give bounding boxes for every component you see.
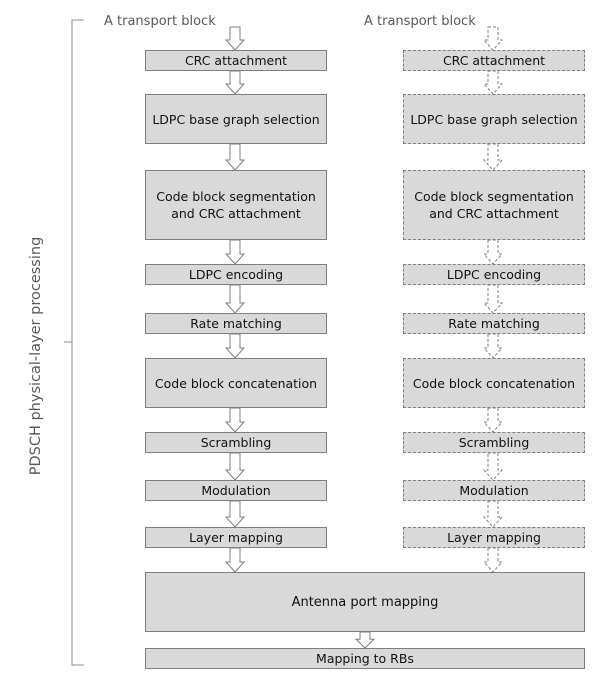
right-flow-arrow xyxy=(482,333,504,359)
flow-arrows xyxy=(224,26,504,649)
left-input-label: A transport block xyxy=(104,14,216,29)
right-flow-arrow xyxy=(482,452,504,481)
left-flow-arrow xyxy=(224,407,246,433)
left-flow-arrow xyxy=(224,452,246,481)
right-step-code-block-concatenation: Code block concatenation xyxy=(403,358,585,408)
right-flow-arrow xyxy=(482,70,504,95)
step-mapping-to-rbs: Mapping to RBs xyxy=(145,648,585,669)
right-step-layer-mapping: Layer mapping xyxy=(403,527,585,548)
right-flow-arrow xyxy=(482,143,504,171)
left-flow-arrow xyxy=(224,70,246,95)
left-step-ldpc-encoding: LDPC encoding xyxy=(145,264,327,285)
side-label: PDSCH physical-layer processing xyxy=(28,236,44,476)
left-step-modulation: Modulation xyxy=(145,480,327,501)
left-step-code-block-segmentation: Code block segmentation and CRC attachme… xyxy=(145,170,327,240)
left-step-ldpc-base-graph-selection: LDPC base graph selection xyxy=(145,94,327,144)
left-flow-arrow xyxy=(224,500,246,528)
left-step-rate-matching: Rate matching xyxy=(145,313,327,334)
right-input-label: A transport block xyxy=(364,14,476,29)
step-antenna-port-mapping: Antenna port mapping xyxy=(145,572,585,632)
left-step-code-block-concatenation: Code block concatenation xyxy=(145,358,327,408)
left-flow-arrow xyxy=(224,143,246,171)
right-step-modulation: Modulation xyxy=(403,480,585,501)
right-step-scrambling: Scrambling xyxy=(403,432,585,453)
grouping-bracket xyxy=(64,19,84,666)
right-step-crc-attachment: CRC attachment xyxy=(403,50,585,71)
right-step-ldpc-encoding: LDPC encoding xyxy=(403,264,585,285)
right-step-ldpc-base-graph-selection: LDPC base graph selection xyxy=(403,94,585,144)
left-step-crc-attachment: CRC attachment xyxy=(145,50,327,71)
right-flow-arrow xyxy=(482,26,504,51)
left-flow-arrow xyxy=(224,26,246,51)
left-step-scrambling: Scrambling xyxy=(145,432,327,453)
right-step-code-block-segmentation: Code block segmentation and CRC attachme… xyxy=(403,170,585,240)
left-flow-arrow xyxy=(224,284,246,314)
left-flow-arrow xyxy=(224,333,246,359)
right-flow-arrow xyxy=(482,284,504,314)
right-flow-arrow xyxy=(482,239,504,265)
right-flow-arrow xyxy=(482,407,504,433)
left-flow-arrow xyxy=(224,547,246,573)
right-flow-arrow xyxy=(482,500,504,528)
final-flow-arrow xyxy=(354,631,376,649)
left-flow-arrow xyxy=(224,239,246,265)
right-flow-arrow xyxy=(482,547,504,573)
right-step-rate-matching: Rate matching xyxy=(403,313,585,334)
left-step-layer-mapping: Layer mapping xyxy=(145,527,327,548)
